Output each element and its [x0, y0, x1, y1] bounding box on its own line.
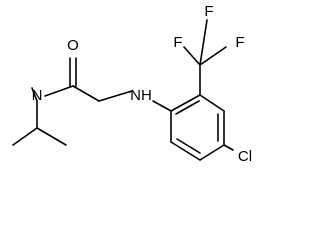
bond-n-methyl	[31, 87, 38, 102]
ring-bond-3	[199, 144, 225, 161]
atom-label-layer: O N NH F F F Cl	[32, 3, 253, 165]
bond-nh-aryl	[152, 100, 172, 112]
fluorine-top-right-label: F	[204, 3, 213, 20]
ring-bond-6-inner	[175, 100, 200, 115]
molecule-structure: O N NH F F F Cl	[12, 3, 253, 165]
bond-cf3-top-left-f	[183, 46, 201, 66]
ring-bond-2	[170, 141, 201, 161]
ring-bond-2-inner	[176, 138, 201, 154]
oxygen-label: O	[67, 37, 79, 54]
ring-bond-6	[170, 94, 201, 112]
ring-bond-5	[199, 94, 225, 112]
bond-isopropyl-right-methyl	[36, 127, 67, 146]
bond-ch2-nh	[98, 90, 133, 102]
amine-nh-label: NH	[130, 87, 152, 104]
chlorine-label: Cl	[238, 148, 252, 165]
fluorine-right-label: F	[235, 34, 244, 51]
bond-carbonyl-ch2	[72, 85, 100, 102]
bond-cf3-top-right-f	[199, 19, 208, 66]
amide-nitrogen-label: N	[32, 87, 43, 104]
bond-n-carbonyl	[44, 85, 74, 97]
fluorine-top-left-label: F	[173, 34, 182, 51]
bond-isopropyl-left-methyl	[12, 127, 38, 146]
bond-layer	[12, 19, 234, 161]
bond-aryl-chlorine	[223, 144, 234, 151]
bond-cf3-right-f	[199, 46, 227, 66]
